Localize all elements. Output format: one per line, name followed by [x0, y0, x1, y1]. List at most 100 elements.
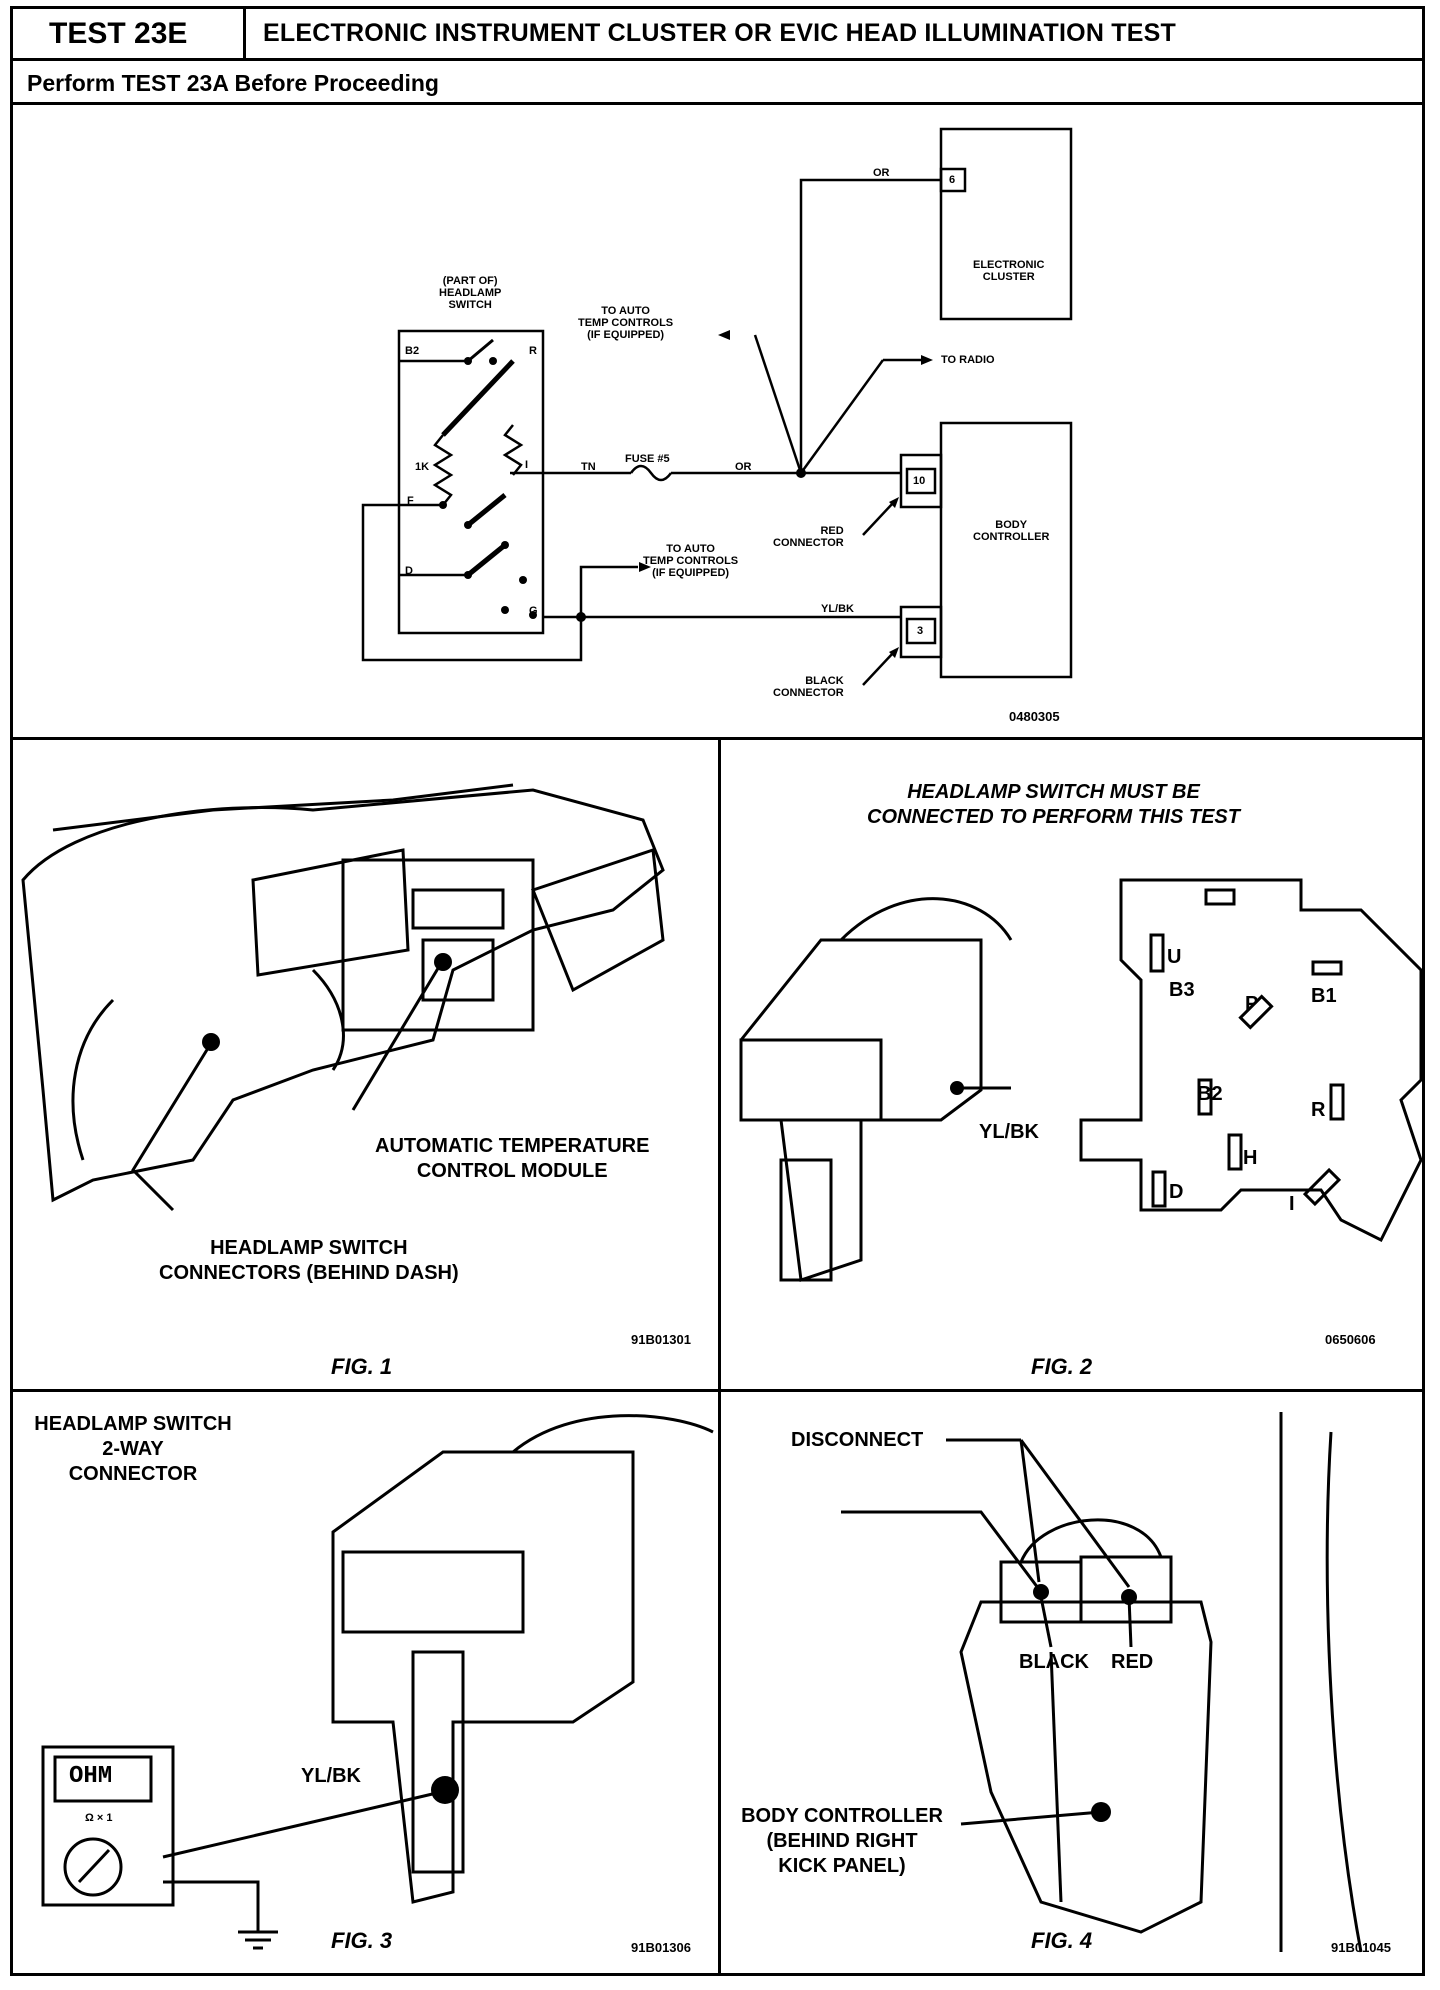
terminal-b2: B2: [405, 345, 420, 357]
switch-blade-f: [466, 493, 507, 527]
fig3-title: HEADLAMP SWITCH 2-WAY CONNECTOR: [34, 1413, 232, 1485]
fig1-code: 91B01301: [631, 1332, 691, 1347]
body-controller-label: BODY CONTROLLER (BEHIND RIGHT KICK PANEL…: [741, 1805, 943, 1877]
red-connector-dot: [1121, 1589, 1137, 1605]
cluster-opening: [251, 848, 410, 977]
test-sheet: TEST 23E ELECTRONIC INSTRUMENT CLUSTER O…: [10, 6, 1425, 1976]
fuse-5: [629, 464, 673, 482]
pin-b1-slot: [1311, 960, 1343, 976]
pin-u: U: [1167, 946, 1182, 968]
switch-resistor-1k: [432, 434, 454, 506]
fuse-label: FUSE #5: [625, 453, 670, 465]
pin-b2: B2: [1197, 1083, 1223, 1105]
pin-d-slot: [1151, 1170, 1167, 1208]
headlamp-leader: [131, 1039, 215, 1212]
schematic-code: 0480305: [1009, 709, 1060, 724]
arrow-auto-temp-top: [718, 330, 730, 340]
dashboard-drawing: [21, 783, 665, 1212]
fig2-wire-label: YL/BK: [979, 1121, 1039, 1143]
steering-column: [311, 968, 345, 1071]
fig2-label: FIG. 2: [1031, 1354, 1093, 1379]
black-leader: [1039, 1596, 1053, 1648]
pin-h-slot: [1227, 1133, 1243, 1171]
fig3-label: FIG. 3: [331, 1928, 393, 1953]
subtitle-bar: Perform TEST 23A Before Proceeding: [13, 61, 1422, 105]
wire-ylbk-label: YL/BK: [821, 603, 854, 615]
pin-6-label: 6: [949, 174, 956, 186]
kick-panel-edge: [841, 1510, 1043, 1593]
fig2-note: HEADLAMP SWITCH MUST BE CONNECTED TO PER…: [867, 781, 1240, 828]
fig4-label: FIG. 4: [1031, 1928, 1093, 1953]
atc-module-opening: [421, 938, 495, 1002]
connector-wire: [839, 897, 1013, 942]
fig2-panel: HEADLAMP SWITCH MUST BE CONNECTED TO PER…: [721, 740, 1422, 1392]
pin-10-label: 10: [913, 475, 926, 487]
fig3-wire-label: YL/BK: [301, 1765, 361, 1787]
branch-auto-temp-top: [753, 334, 803, 474]
pin-p: P: [1245, 993, 1259, 1015]
controller-seam: [1049, 1651, 1063, 1903]
pin-h: H: [1243, 1147, 1258, 1169]
headlamp-callout-dot: [202, 1033, 220, 1051]
switch-resistor-i: [502, 424, 524, 476]
fig4-panel: DISCONNECT BLACK RED BODY CONTROLLER (BE…: [721, 1392, 1422, 1973]
test-title: ELECTRONIC INSTRUMENT CLUSTER OR EVIC HE…: [263, 19, 1176, 47]
pillar-2: [1325, 1431, 1363, 1953]
fig2-code: 0650606: [1325, 1332, 1376, 1347]
wire-or-mid-label: OR: [735, 461, 752, 473]
dash-top-edge: [52, 783, 514, 832]
pin-3-label: 3: [917, 625, 924, 637]
pin-i-slot: [1302, 1167, 1342, 1207]
ohmmeter-range: Ω × 1: [85, 1812, 113, 1824]
connector-body: [331, 1450, 635, 1904]
wire-or-top-label: OR: [873, 167, 890, 179]
harness: [1019, 1518, 1163, 1563]
red-connector-pointer: [862, 502, 894, 536]
ylbk-dot: [950, 1081, 964, 1095]
headlamp-switch-box: [397, 329, 545, 635]
ohmmeter-body: [41, 1745, 175, 1907]
terminal-f: F: [407, 495, 414, 507]
terminal-d: D: [405, 565, 413, 577]
terminal-i: I: [525, 459, 529, 471]
atc-leader: [351, 959, 445, 1111]
to-auto-temp-top-label: TO AUTO TEMP CONTROLS (IF EQUIPPED): [578, 305, 674, 341]
to-auto-temp-bottom-label: TO AUTO TEMP CONTROLS (IF EQUIPPED): [643, 543, 739, 579]
arrow-radio: [921, 355, 933, 365]
connector-wire: [512, 1414, 714, 1454]
schematic-drawing: [361, 127, 1073, 686]
fig3-code: 91B01306: [631, 1940, 691, 1955]
ohmmeter-needle: [77, 1848, 111, 1884]
terminal-g: G: [529, 605, 538, 617]
meter-test-drawing: [41, 1414, 714, 1950]
connector-body: [739, 938, 983, 1283]
body-controller-label: BODY CONTROLLER: [973, 519, 1050, 543]
fig1-label: FIG. 1: [331, 1354, 393, 1379]
connector-latch: [779, 1158, 833, 1282]
body-controller-drawing: [841, 1412, 1363, 1953]
pin-d: D: [1169, 1181, 1184, 1203]
black-connector-dot: [1033, 1584, 1049, 1600]
ohmmeter-dial: [63, 1837, 123, 1897]
switch-blade-b2: [467, 338, 494, 363]
title-bar: TEST 23E ELECTRONIC INSTRUMENT CLUSTER O…: [13, 9, 1422, 61]
connector-red: [1079, 1555, 1173, 1624]
connector-face: [341, 1550, 525, 1634]
red-connector-label: RED CONNECTOR: [773, 525, 844, 549]
pin-b3: B3: [1169, 979, 1195, 1001]
arrow-red-connector: [889, 497, 899, 508]
left-kick: [71, 998, 115, 1161]
terminal-1k: 1K: [415, 461, 430, 473]
pin-b1: B1: [1311, 985, 1337, 1007]
electronic-cluster-box: [939, 127, 1073, 321]
ohmmeter-display-text: OHM: [69, 1763, 113, 1790]
body-controller-outline: [959, 1600, 1213, 1934]
arrow-auto-temp-bottom: [639, 562, 651, 572]
terminal-r: R: [529, 345, 537, 357]
body-controller-box: [939, 421, 1073, 679]
connector-latch: [411, 1650, 465, 1874]
center-stack: [341, 858, 535, 1032]
connector-face: [739, 1038, 883, 1122]
red-leader: [1127, 1596, 1133, 1648]
atc-module-label: AUTOMATIC TEMPERATURE CONTROL MODULE: [375, 1135, 650, 1182]
